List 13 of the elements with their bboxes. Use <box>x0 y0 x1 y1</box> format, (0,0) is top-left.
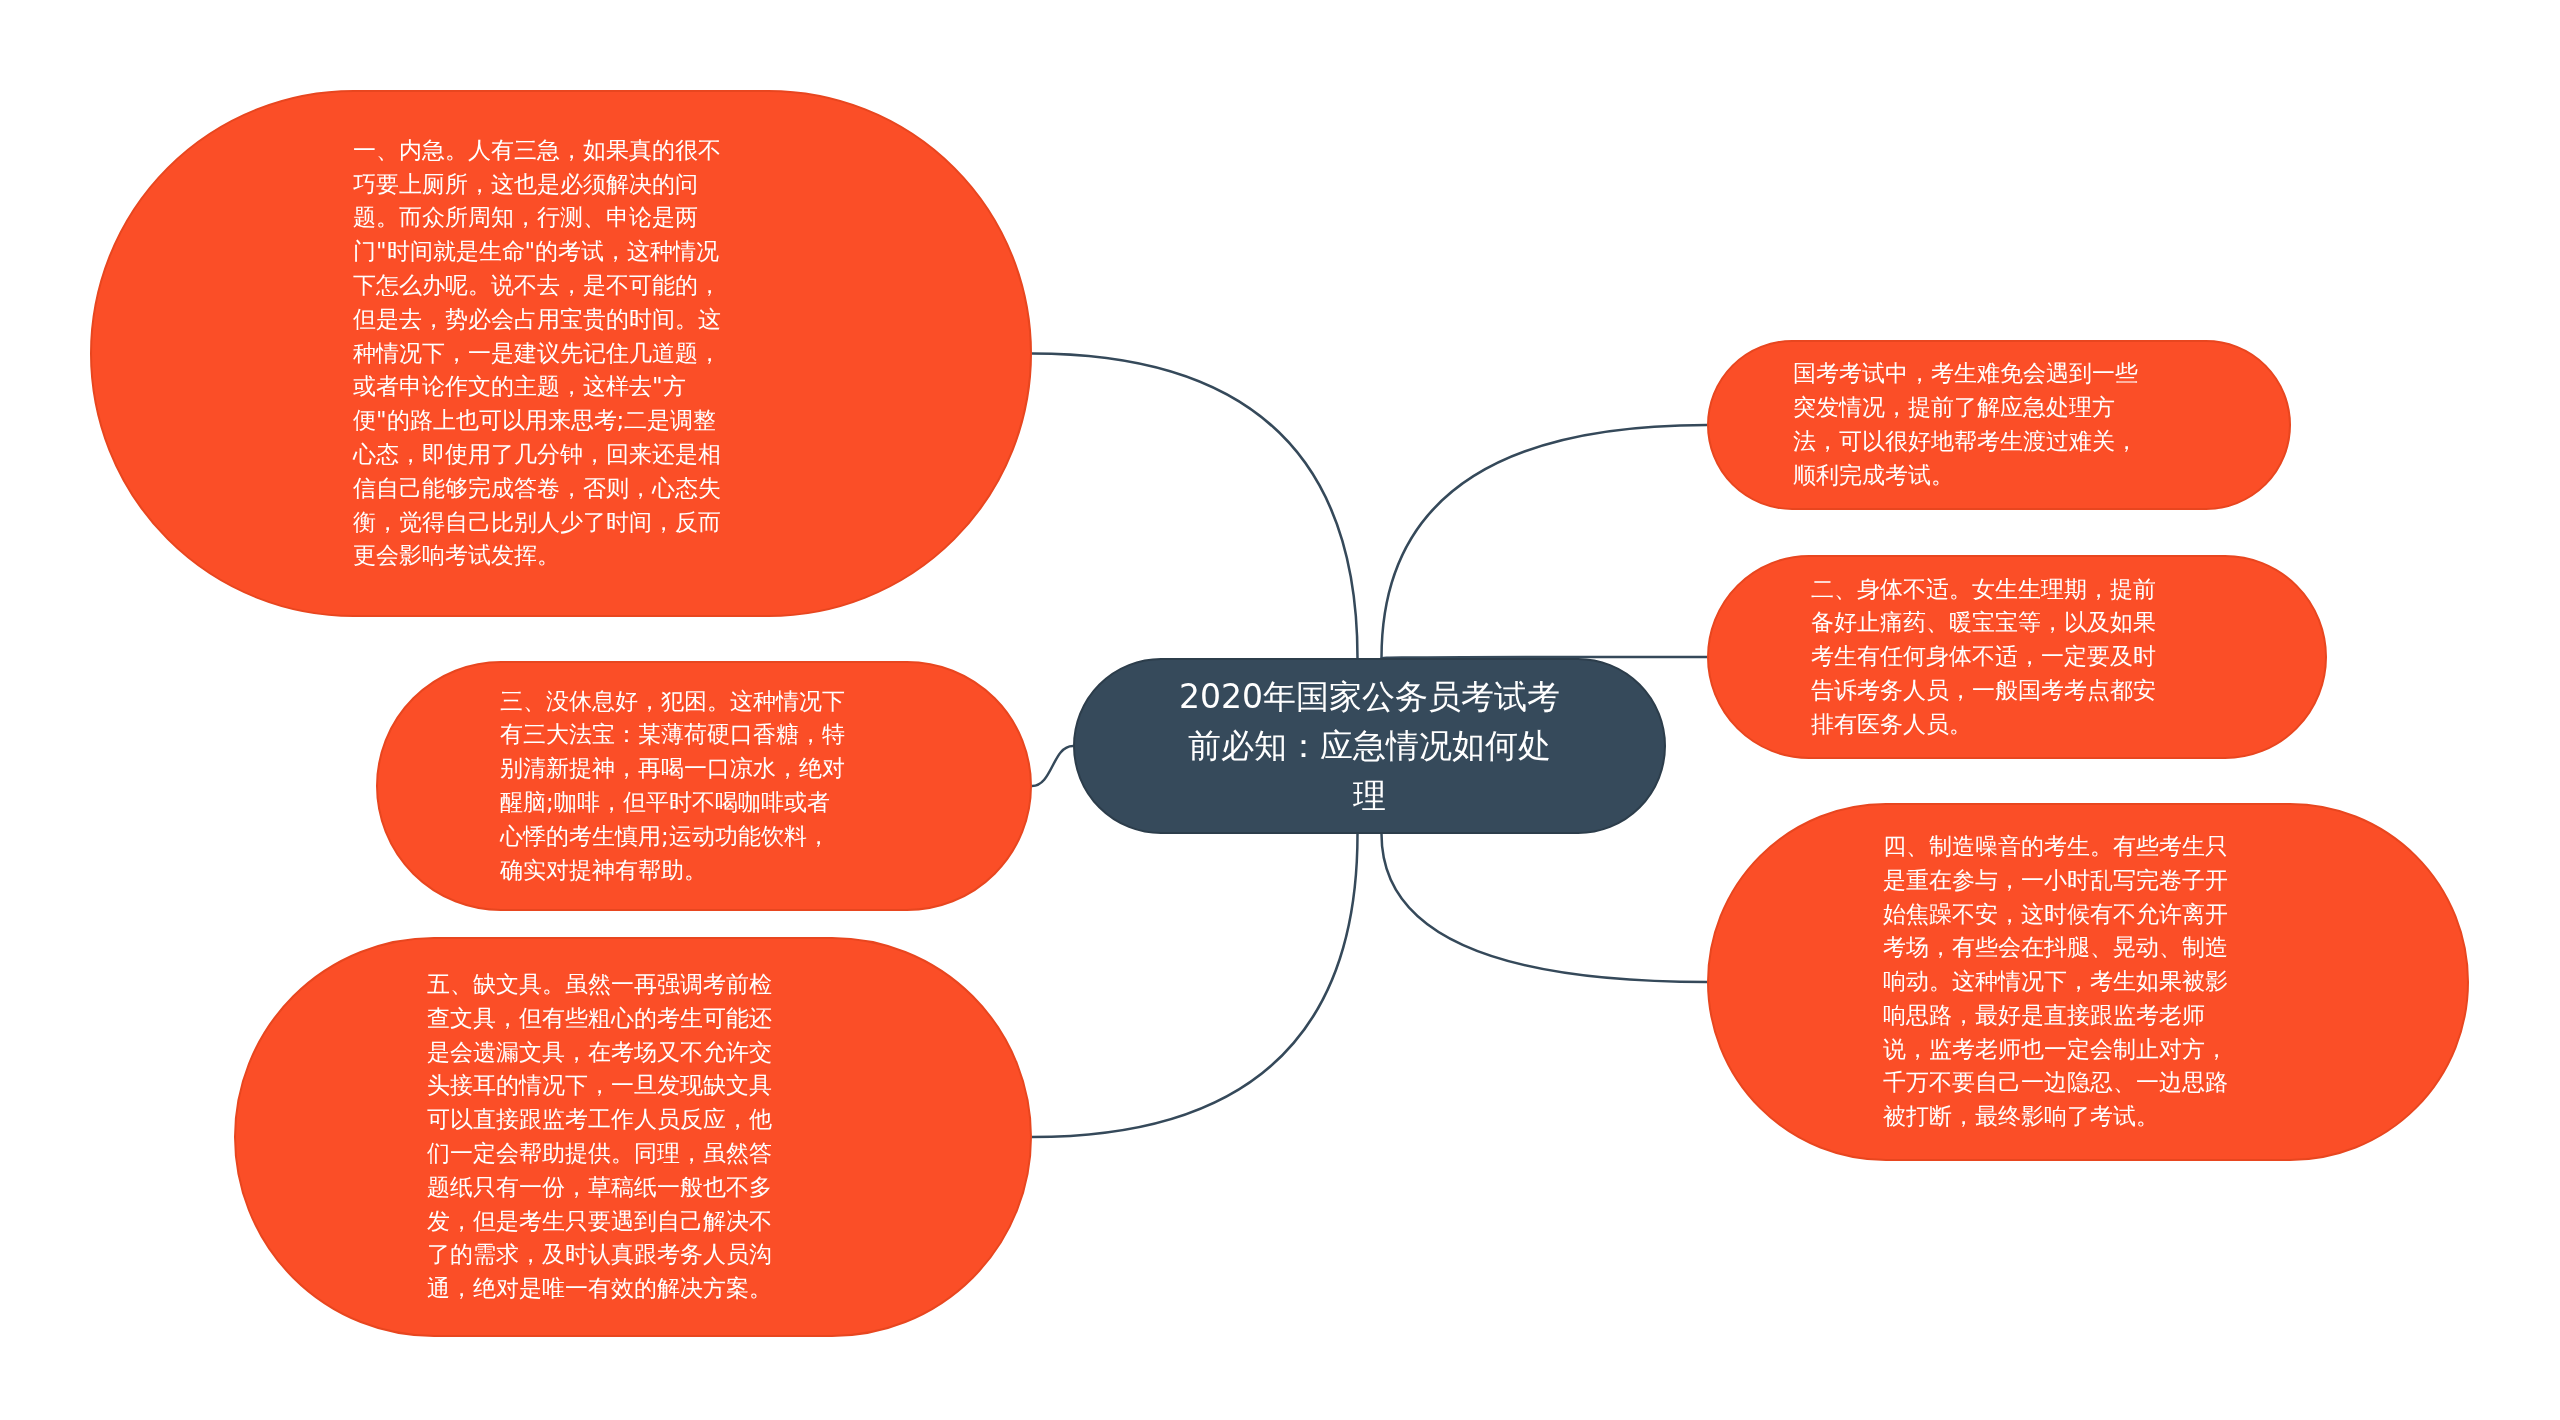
topic-text: 一、内急。人有三急，如果真的很不巧要上厕所，这也是必须解决的问题。而众所周知，行测、申论是两门"时间就是生命"的考试，这种情况下怎么办呢。说不去，是不可能的，但是去，势必会占用宝贵的时间。这种情况下，一是建议先记住几道题，或者申论作文的主题，这样去"方便"的路上也可以用来思考;二是调整心态，即使用了几分钟，回来还是相信自己能够完成答卷，否则，心态失衡，觉得自己比别人少了时间，反而更会影响考试发挥。 <box>353 135 722 571</box>
topic-text: 国考考试中，考生难免会遇到一些突发情况，提前了解应急处理方法，可以很好地帮考生渡过难关，顺利完成考试。 <box>1793 359 2139 490</box>
topic-text: 四、制造噪音的考生。有些考生只是重在参与，一小时乱写完卷子开始焦躁不安，这时候有不允许离开考场，有些会在抖腿、晃动、制造响动。这种情况下，考生如果被影响思路，最好是直接跟监考老师说，监考老师也一定会制止对方，千万不要自己一边隐忍、一边思路被打断，最终影响了考试。 <box>1883 831 2229 1132</box>
topic-text: 二、身体不适。女生生理期，提前备好止痛药、暖宝宝等，以及如果考生有任何身体不适，一定要及时告诉考务人员，一般国考考点都安排有医务人员。 <box>1811 574 2157 739</box>
topic-text: 五、缺文具。虽然一再强调考前检查文具，但有些粗心的考生可能还是会遗漏文具，在考场又不允许交头接耳的情况下，一旦发现缺文具可以直接跟监考工作人员反应，他们一定会帮助提供。同理，虽然答题纸只有一份，草稿纸一般也不多发，但是考生只要遇到自己解决不了的需求，及时认真跟考务人员沟通，绝对是唯一有效的解决方案。 <box>427 970 773 1304</box>
connector-line <box>1380 833 1708 984</box>
connector-line <box>1380 423 1708 659</box>
topic-title: 2020年国家公务员考试考前必知：应急情况如何处理 <box>1178 675 1561 817</box>
connector-line <box>1031 833 1359 1139</box>
connector-line <box>1031 744 1074 788</box>
connector-line <box>1381 655 1707 660</box>
connector-line <box>1031 352 1359 659</box>
topic-text: 三、没休息好，犯困。这种情况下有三大法宝：某薄荷硬口香糖，特别清新提神，再喝一口凉水，绝对醒脑;咖啡，但平时不喝咖啡或者心悸的考生慎用;运动功能饮料，确实对提神有帮助。 <box>500 686 846 885</box>
